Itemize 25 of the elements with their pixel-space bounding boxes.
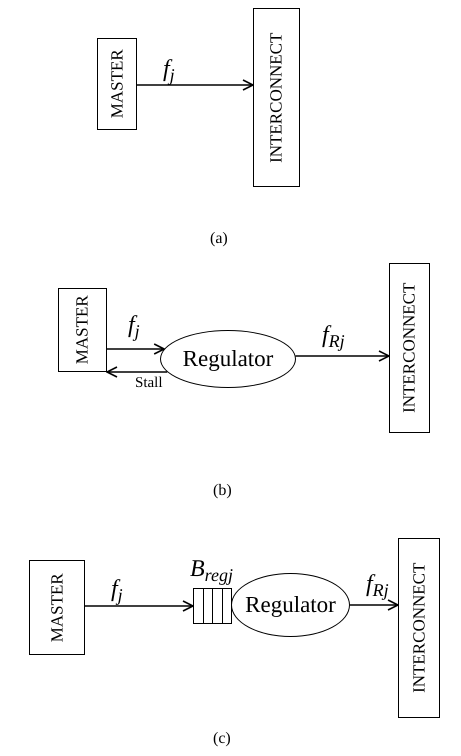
arrow (296, 350, 390, 362)
block-box (398, 538, 440, 718)
box-label: INTERCONNECT (398, 282, 420, 414)
arrow (137, 79, 254, 91)
arrow (107, 343, 165, 355)
subfigure-caption: (a) (210, 231, 228, 247)
node-label: Regulator (245, 590, 336, 619)
subfigure-caption: (c) (213, 731, 231, 747)
subfigure-caption: (b) (213, 483, 232, 499)
block-box (253, 8, 300, 187)
node-label: Regulator (182, 344, 274, 373)
queue-buffer (193, 588, 232, 624)
block-box (29, 560, 85, 655)
box-label: INTERCONNECT (266, 32, 287, 163)
block-box (389, 263, 430, 433)
block-box (97, 38, 137, 130)
box-label: MASTER (106, 50, 128, 118)
arrow (85, 600, 194, 612)
arrow (106, 366, 168, 378)
arrow (350, 599, 399, 611)
box-label: MASTER (72, 296, 93, 364)
block-box (58, 288, 107, 372)
box-label: MASTER (46, 573, 68, 642)
edge-label: Stall (135, 376, 163, 391)
box-label: INTERCONNECT (408, 562, 430, 694)
